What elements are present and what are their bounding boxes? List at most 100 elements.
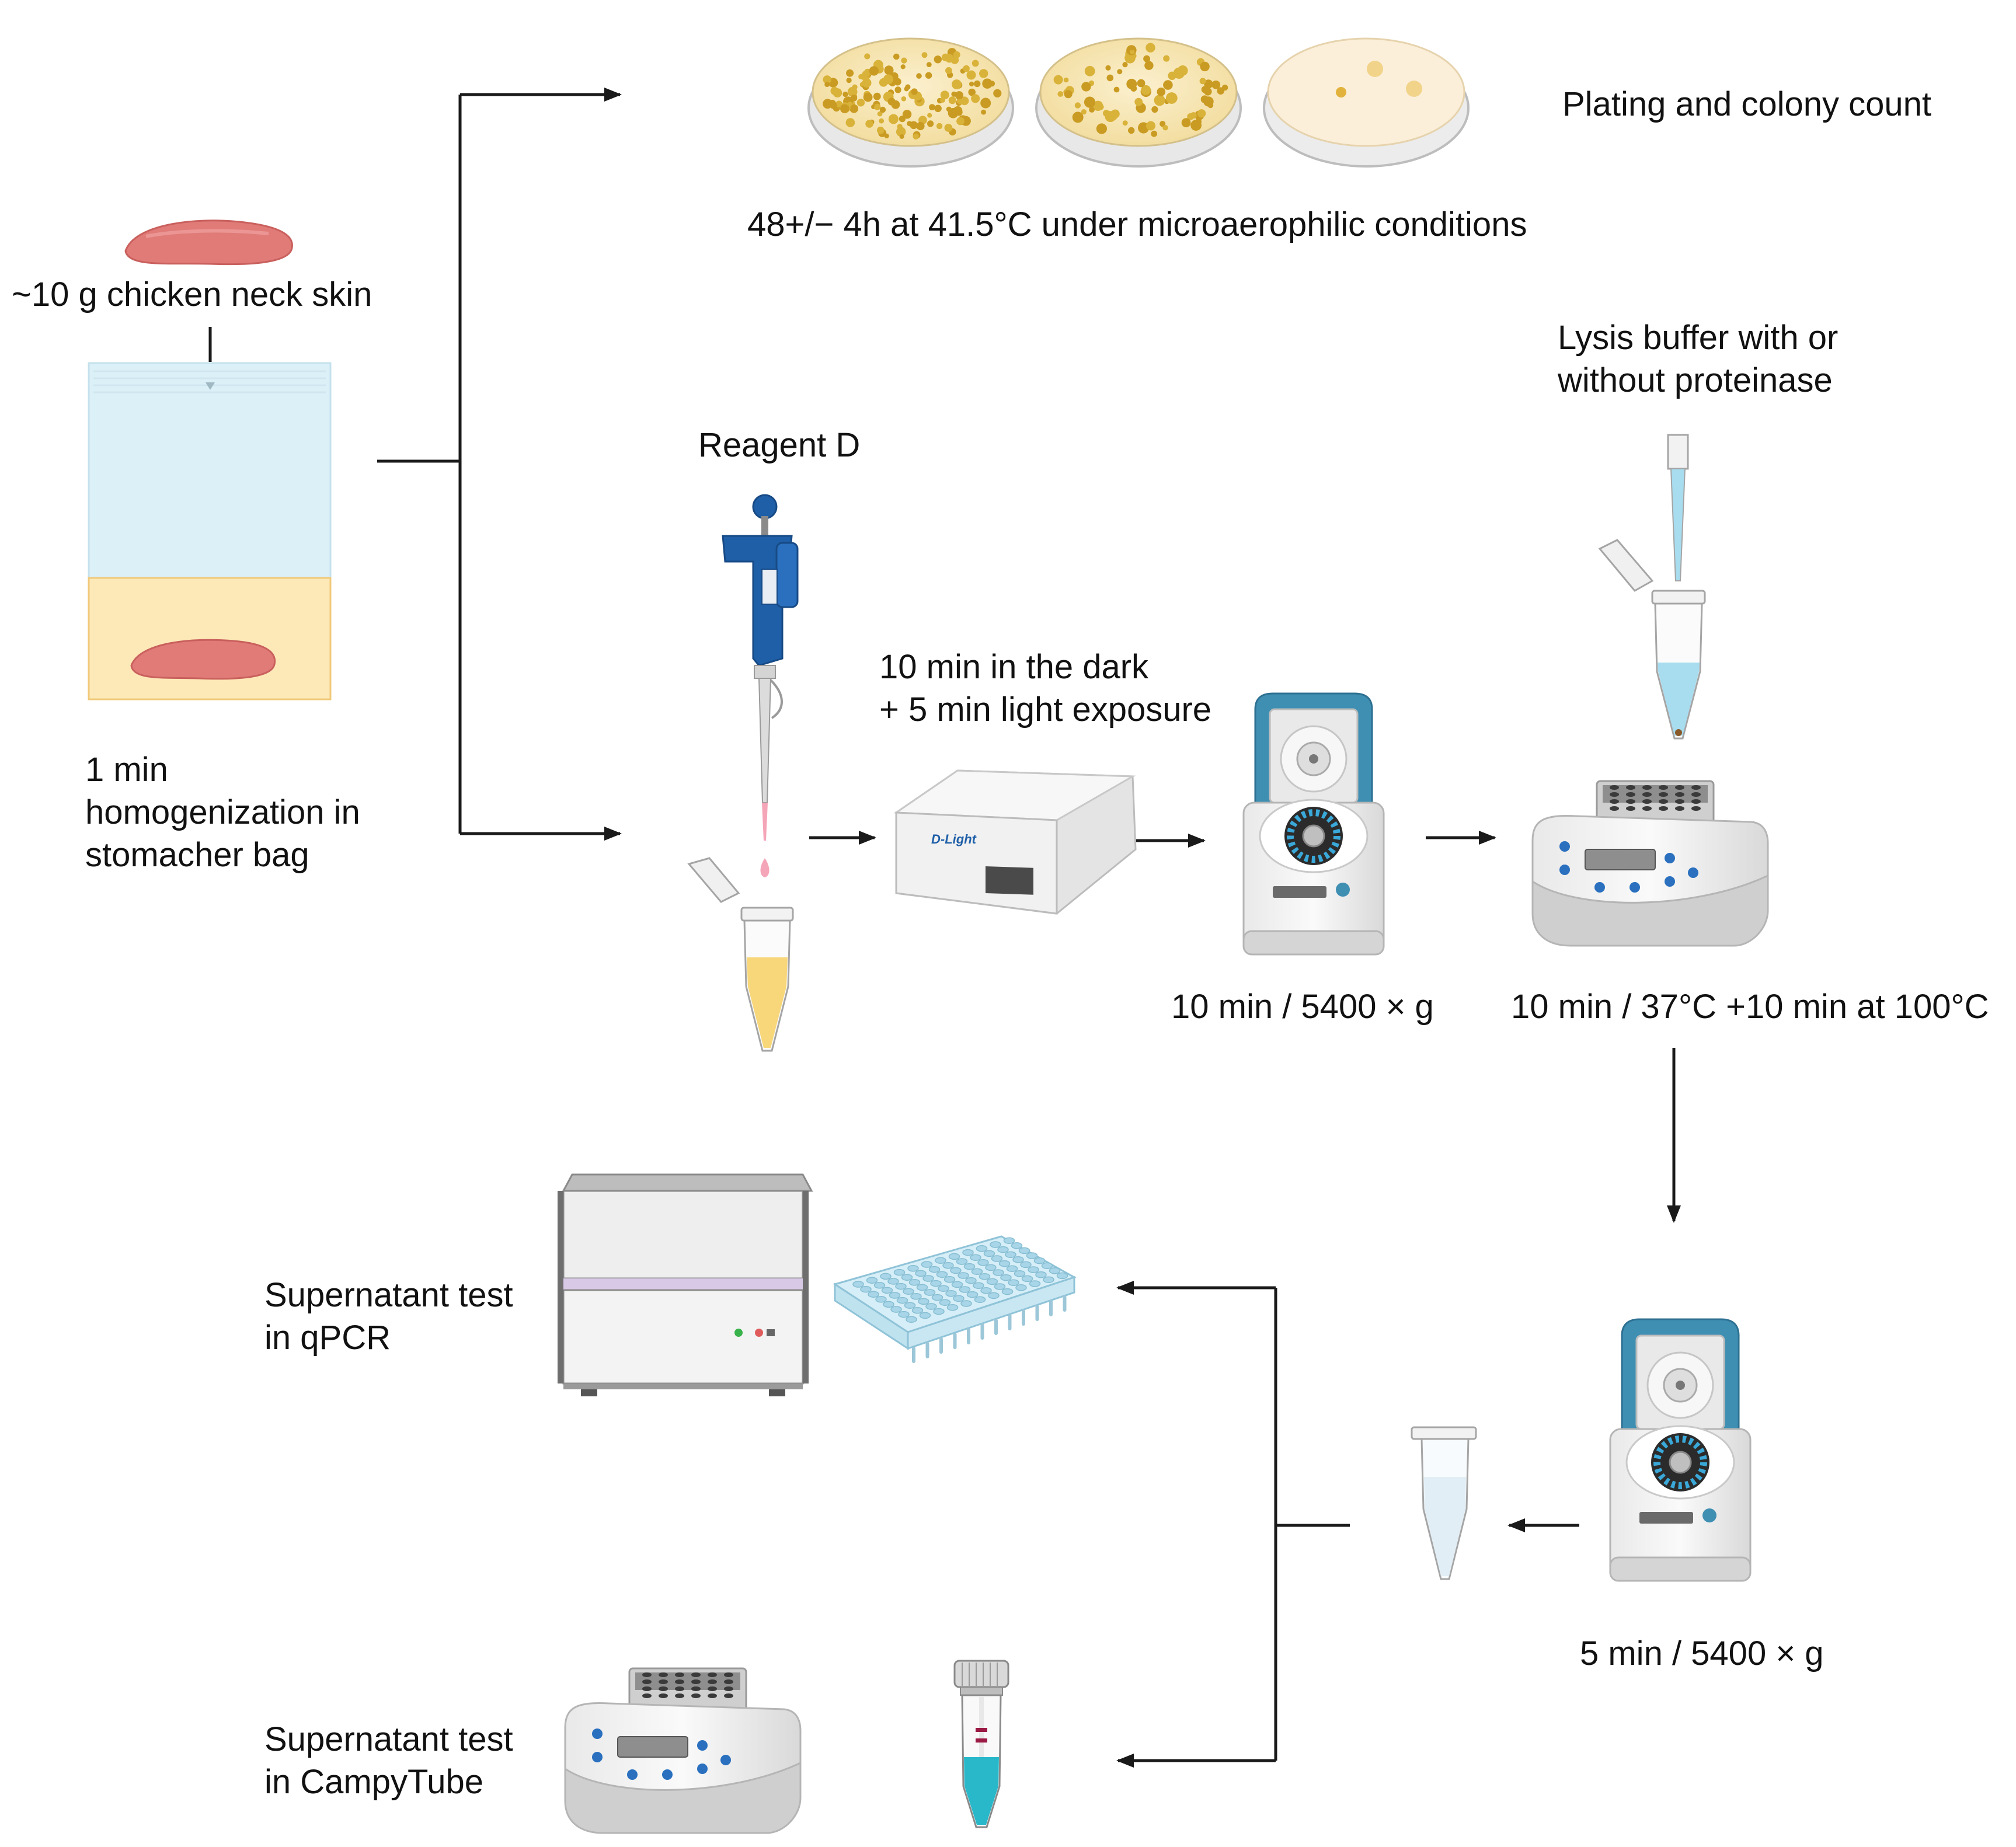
colony-dot xyxy=(1122,62,1128,68)
colony-dot xyxy=(969,81,974,87)
colony-dot xyxy=(894,86,901,93)
connectors xyxy=(208,88,1681,1768)
homogenization-line-3: stomacher bag xyxy=(85,836,309,874)
colony-dot xyxy=(865,120,873,128)
plate-well xyxy=(919,1312,931,1319)
plate-well xyxy=(957,1272,969,1279)
colony-dot xyxy=(951,91,957,97)
block-well xyxy=(724,1686,733,1691)
plate-well xyxy=(1043,1276,1054,1283)
colony-dot xyxy=(934,55,942,64)
plate-well xyxy=(997,1246,1009,1253)
colony-dot xyxy=(1157,88,1166,96)
colony-dot xyxy=(927,120,934,127)
plate-well xyxy=(938,1285,949,1292)
plate-well xyxy=(985,1264,997,1271)
colony-dot xyxy=(1063,77,1069,83)
plate-well xyxy=(946,1304,959,1311)
plate-well xyxy=(930,1280,942,1287)
plate-well xyxy=(945,1290,957,1297)
colony-dot xyxy=(850,95,858,102)
plate-well xyxy=(896,1297,908,1304)
plate-well xyxy=(906,1316,917,1323)
colony-dot xyxy=(1108,111,1117,121)
colony-dot xyxy=(897,124,903,130)
colony-dot xyxy=(948,96,956,104)
colony-dot xyxy=(899,116,906,123)
colony-dot xyxy=(884,65,894,75)
campytube-line-1: Supernatant test xyxy=(264,1720,513,1758)
colony-dot xyxy=(824,82,830,88)
plate-well xyxy=(991,1255,1003,1262)
colony-dot xyxy=(1053,75,1063,85)
plate-well xyxy=(889,1292,901,1299)
colony-dot xyxy=(835,100,842,107)
colony-dot xyxy=(1200,61,1210,72)
colony-dot xyxy=(856,99,865,107)
colony-dot xyxy=(1057,91,1064,97)
block-well xyxy=(1675,792,1684,797)
plate-well xyxy=(924,1289,936,1296)
colony-dot xyxy=(846,69,854,77)
colony-dot xyxy=(845,118,855,127)
lysis-line-2: without proteinase xyxy=(1558,361,1833,400)
block-well xyxy=(659,1679,668,1684)
colony-dot xyxy=(905,84,911,90)
colony-dot xyxy=(873,92,881,100)
plate-well xyxy=(852,1281,864,1288)
plate-well xyxy=(928,1266,941,1273)
plate-well xyxy=(918,1298,929,1305)
colony-dot xyxy=(936,123,943,130)
colony-dot xyxy=(1199,78,1206,85)
plate-well xyxy=(1014,1270,1026,1277)
block-well xyxy=(1642,792,1652,797)
centrifuge-icon-2 xyxy=(1609,1318,1752,1582)
colony-dot xyxy=(901,57,907,64)
homogenization-line-2: homogenization in xyxy=(85,793,360,832)
dlight-device-icon: D-Light xyxy=(893,769,1137,915)
plate-well xyxy=(1000,1274,1012,1281)
block-well xyxy=(1626,806,1635,811)
colony-dot xyxy=(1117,69,1123,75)
plate-well xyxy=(887,1278,899,1285)
block-well xyxy=(1626,792,1635,797)
colony-dot xyxy=(1165,92,1178,104)
colony-dot xyxy=(981,109,986,115)
colony-dot xyxy=(1146,121,1155,131)
plate-well xyxy=(915,1270,927,1277)
plate-well xyxy=(977,1259,989,1266)
colony-dot xyxy=(1211,80,1221,89)
plate-well xyxy=(965,1277,977,1284)
colony-dot xyxy=(1081,109,1087,115)
plate-well xyxy=(973,1282,984,1289)
block-well xyxy=(1659,806,1668,811)
colony-dot xyxy=(847,102,852,107)
block-well xyxy=(1691,785,1701,790)
plate-well xyxy=(895,1283,907,1290)
block-well xyxy=(675,1679,684,1684)
block-well xyxy=(1626,785,1635,790)
plate-well xyxy=(980,1287,992,1294)
colony-dot xyxy=(980,97,991,109)
plate-well xyxy=(1003,1237,1015,1244)
block-well xyxy=(659,1672,668,1677)
colony-dot xyxy=(1197,109,1206,118)
plate-well xyxy=(1015,1284,1027,1291)
colony-dot xyxy=(888,114,899,124)
colony-dot xyxy=(952,79,962,89)
colony-dot xyxy=(956,117,965,126)
plate-well xyxy=(950,1267,962,1274)
colony-dot xyxy=(1141,85,1151,95)
block-well xyxy=(1675,785,1684,790)
colony-dot xyxy=(1151,106,1158,113)
colony-dot xyxy=(921,52,928,58)
block-well xyxy=(1610,799,1619,804)
colony-dot xyxy=(1163,55,1170,62)
centrifuge-icon-1 xyxy=(1242,692,1385,956)
colony-dot xyxy=(1168,71,1176,80)
plate-well xyxy=(883,1301,894,1308)
block-well xyxy=(675,1686,684,1691)
campytube-label: Supernatant test in CampyTube xyxy=(264,1718,513,1803)
plate-well xyxy=(1005,1251,1016,1258)
